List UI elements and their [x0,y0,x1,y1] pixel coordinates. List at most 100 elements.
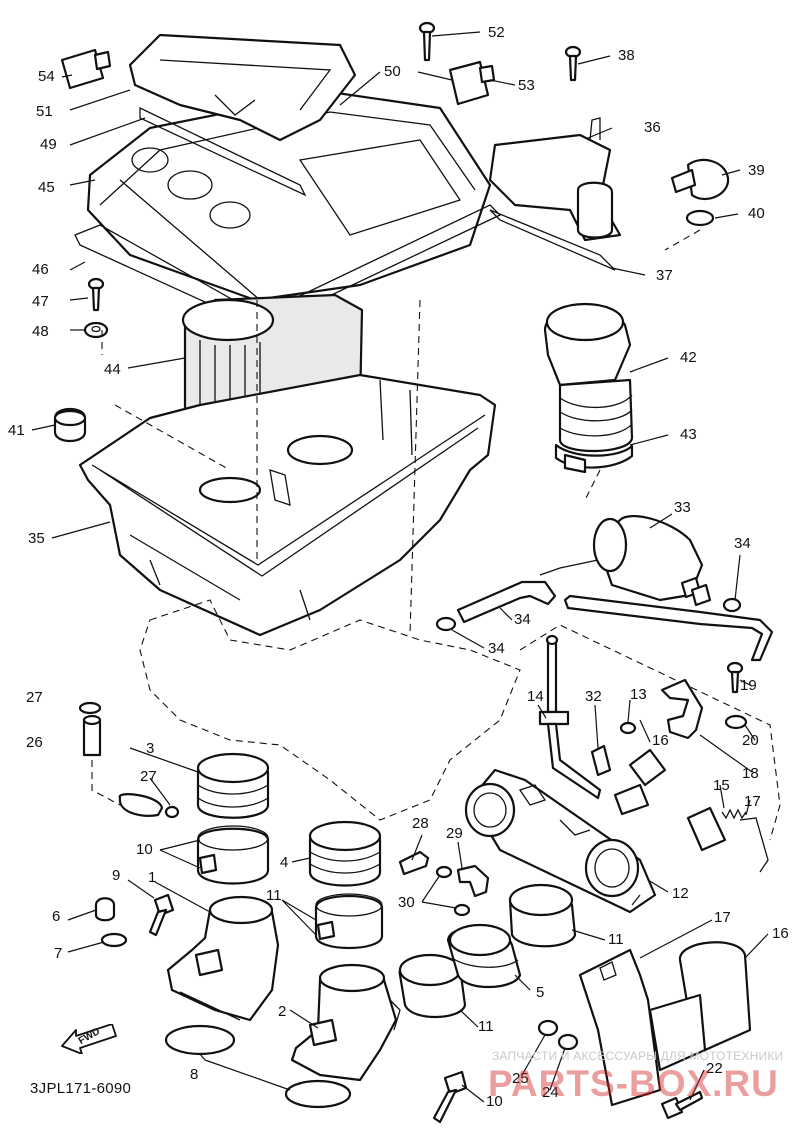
intake-joint-11b [508,883,577,948]
pipe-28 [398,850,430,876]
callout-11-mid: 11 [478,1018,494,1035]
airbox-case [78,373,497,637]
intake-joint-4 [446,923,522,989]
callout-18: 16 [772,925,789,942]
callout-10-mid: 11 [266,887,282,904]
canister-hose [539,559,599,576]
callout-19: 17 [714,909,731,926]
callout-23: 20 [742,732,759,749]
callout-2: 2 [278,1003,287,1020]
callout-8: 9 [112,867,121,884]
callout-27-top: 27 [26,689,43,706]
callout-39: 39 [748,162,765,179]
callout-44: 44 [104,361,121,378]
bolt-8 [148,893,175,937]
hose-clamp-10b [314,893,384,950]
heat-shield-19 [578,948,662,1107]
callout-5: 6 [52,908,61,925]
wire-17 [739,817,769,873]
hose-clip-34a [435,616,457,632]
grommet-24 [557,1033,579,1051]
clip-27a [78,701,102,715]
duct-clamp-43 [554,443,634,474]
callout-53: 53 [518,77,535,94]
plug-27b [118,793,180,819]
callout-45: 45 [38,179,55,196]
callout-41: 41 [8,422,25,439]
airbox-lid [86,90,492,302]
callout-13: 13 [630,686,647,703]
intake-snorkel [128,33,357,142]
throttle-body-12 [464,768,657,914]
o-ring-7b [284,1079,352,1109]
callout-48: 48 [32,323,49,340]
airbox-bracket [488,117,622,242]
vent-hose-33 [456,580,557,624]
callout-29: 29 [446,825,463,842]
engine-outline-ghost [139,599,521,821]
callout-3-top: 3 [146,740,155,757]
callout-6: 7 [54,945,63,962]
callout-54: 54 [38,68,55,85]
watermark-caption: ЗАПЧАСТИ И АКСЕССУАРЫ ДЛЯ МОТОТЕХНИКИ [492,1049,784,1063]
callout-32: 33 [674,499,691,516]
callout-4: 5 [536,984,545,1001]
breather-elbow [670,158,730,201]
grommet-25 [537,1019,559,1037]
callout-33: 34 [514,611,531,628]
callout-22: 19 [740,677,757,694]
hose-routing-26 [91,760,121,806]
hose-clip-34b [722,597,742,613]
intake-joint-3a [196,752,270,819]
screw-47 [87,277,105,312]
intake-duct-42 [543,302,634,453]
callout-7: 8 [190,1066,199,1083]
grommet-23 [724,714,748,730]
screw-38 [564,45,582,82]
carb-joint-2 [290,963,401,1082]
callout-40: 40 [748,205,765,222]
screw-22 [726,661,744,694]
callout-43: 43 [680,426,697,443]
callout-46: 46 [32,261,49,278]
callout-35: 35 [28,530,45,547]
callout-30: 30 [398,894,415,911]
o-ring [685,209,715,227]
clip-30a [435,865,453,879]
washer-48 [83,321,109,339]
callout-26: 26 [26,734,43,751]
callout-52: 52 [488,24,505,41]
callout-49: 49 [40,136,57,153]
callout-3-mid: 4 [280,854,289,871]
callout-37: 37 [656,267,673,284]
callout-11-right: 11 [608,931,624,948]
heat-shield-18 [648,941,752,1072]
callout-28: 28 [412,815,429,832]
callout-9: 10 [486,1093,503,1110]
o-ring-7a [164,1024,236,1056]
sensor-16 [613,721,727,852]
throttle-rod-14 [538,634,602,800]
fitting-29 [456,864,490,898]
watermark-brand: PARTS-BOX.RU [488,1063,779,1104]
drawing-code: 3JPL171-6090 [30,1080,132,1097]
hose-clamp-10a [196,825,270,885]
callout-20: 22 [706,1060,723,1077]
carb-joint-1 [166,895,280,1022]
bolt-9 [432,1070,468,1124]
hose-clamp-6 [100,932,128,948]
callout-25: 25 [512,1070,529,1087]
clip-30b [453,903,471,917]
hose-clip-54 [60,48,112,90]
bolt-20 [660,1090,704,1120]
callout-15: 15 [713,777,730,794]
callout-1: 1 [148,869,157,886]
vent-hose-33b [563,594,774,662]
cap-5 [94,897,116,922]
callout-42: 42 [680,349,697,366]
hose-clip-53 [417,60,496,106]
spring-15 [721,808,747,820]
sensor-group-outline [519,624,781,841]
hose-26 [82,714,102,757]
